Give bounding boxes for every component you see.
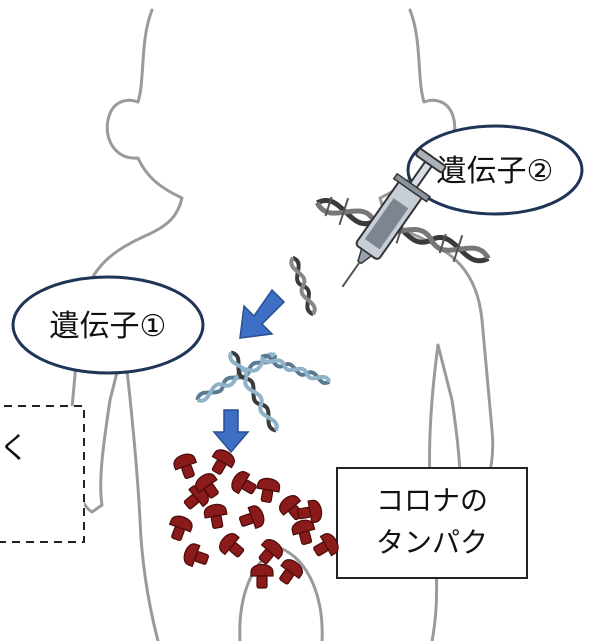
protein-icon	[238, 505, 265, 530]
protein-icon	[313, 533, 339, 557]
protein-icon	[258, 539, 283, 565]
dna-icon	[195, 352, 278, 403]
gene2-label: 遺伝子②	[437, 154, 554, 189]
dashed-box-frame	[0, 405, 85, 543]
protein-icon	[231, 471, 257, 495]
dashed-box-text: く	[0, 431, 29, 466]
protein-icon	[211, 449, 235, 475]
protein-icon	[250, 563, 274, 589]
gene1-label: 遺伝子①	[50, 309, 167, 344]
protein-icon	[194, 473, 219, 499]
protein-icon	[219, 533, 245, 558]
dna-icon	[289, 255, 317, 317]
protein-icon	[291, 519, 316, 546]
protein-icon	[256, 477, 281, 503]
diagonal-arrow-icon	[239, 288, 286, 339]
gene1-ellipse	[11, 275, 205, 375]
left-dashed-box: く	[0, 405, 85, 543]
protein-label-box: コロナの タンパク	[336, 467, 528, 579]
legs-inner-outline	[238, 546, 324, 641]
protein-icon	[168, 515, 193, 542]
dna-icon	[259, 353, 332, 385]
protein-label-line1: コロナの	[376, 484, 488, 517]
protein-icon	[297, 499, 323, 524]
dna-icon	[228, 350, 279, 433]
protein-box-frame	[336, 467, 528, 579]
protein-label-line2: タンパク	[376, 526, 488, 559]
down-arrow-icon	[212, 409, 250, 454]
protein-icon	[173, 453, 198, 480]
protein-icon	[279, 559, 304, 585]
syringe-icon	[341, 147, 447, 288]
protein-icon	[203, 503, 228, 529]
gene1-callout: 遺伝子①	[11, 275, 205, 375]
gene2-ellipse	[406, 124, 584, 216]
gene2-callout: 遺伝子②	[406, 124, 584, 216]
protein-icon	[183, 543, 210, 568]
protein-cluster	[168, 449, 339, 589]
